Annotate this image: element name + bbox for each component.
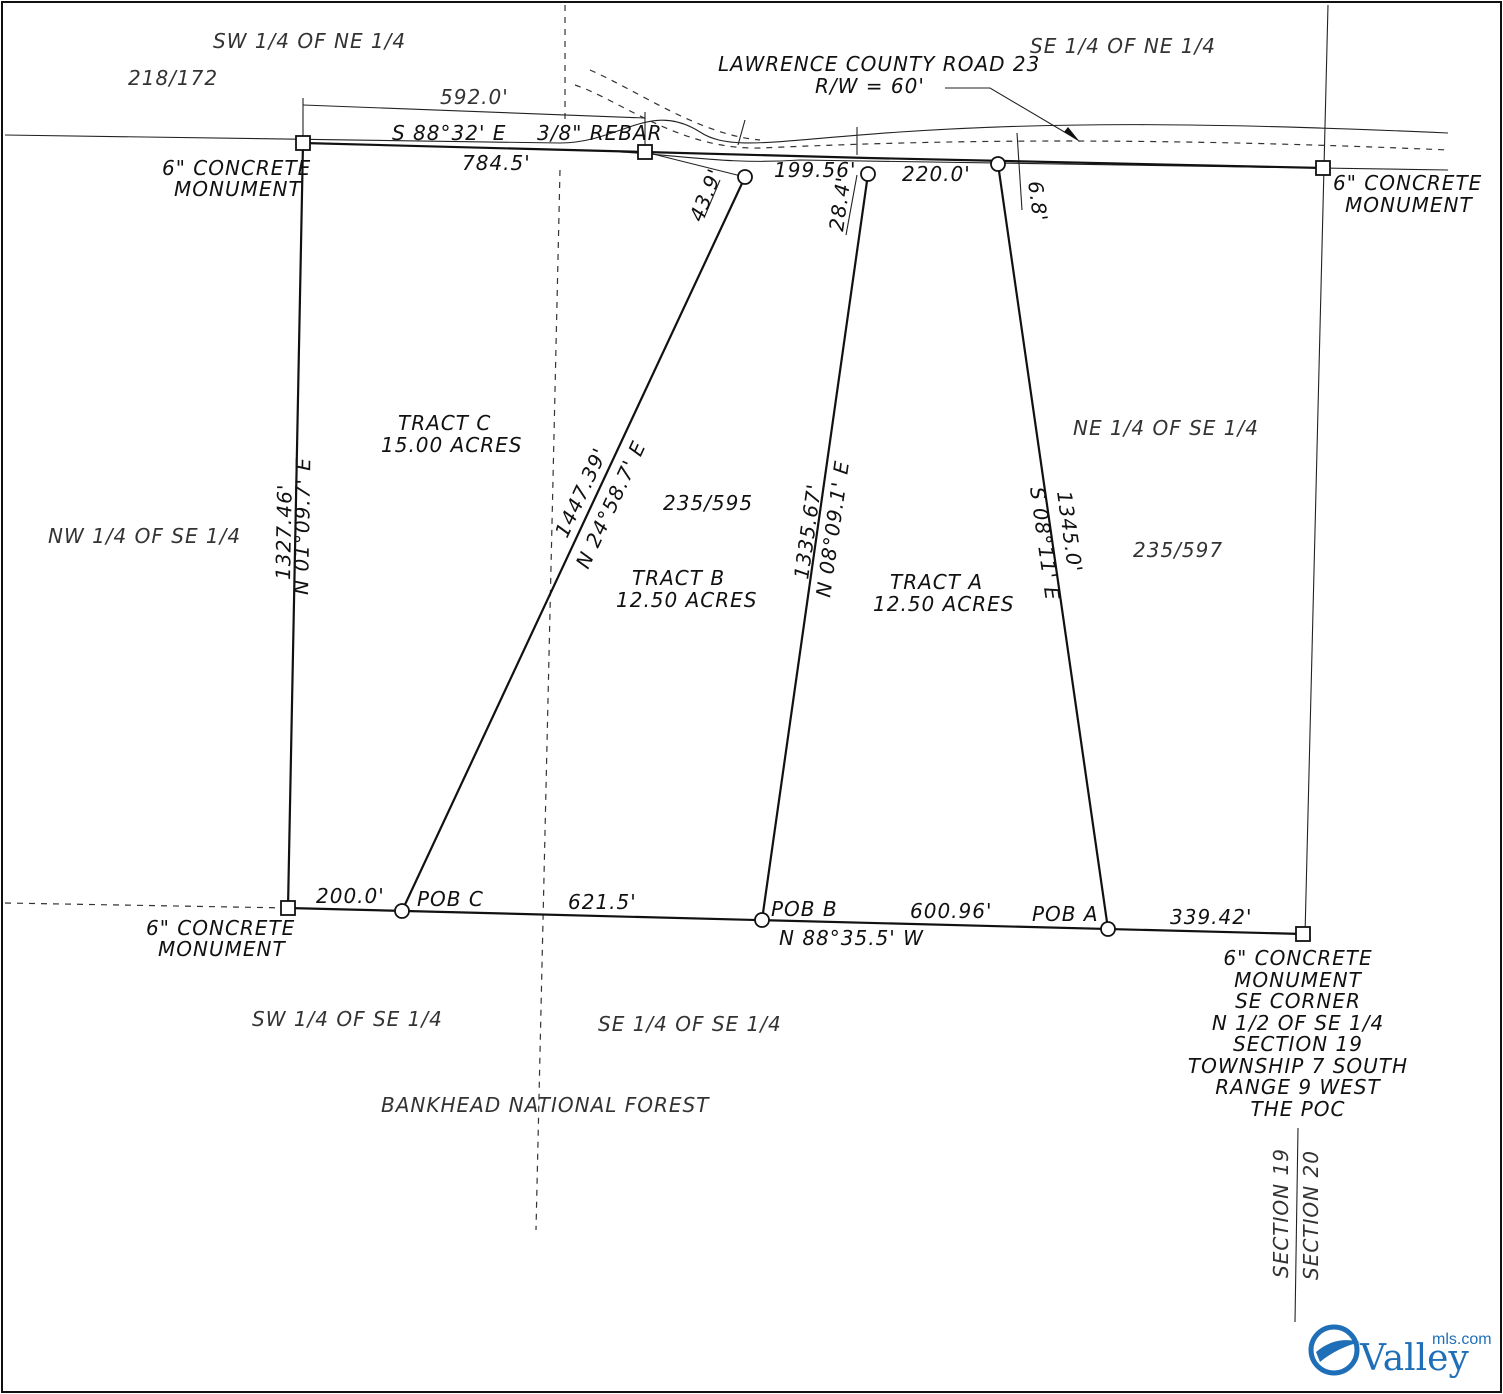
section-line-south	[1294, 1127, 1299, 1323]
dim-33942: 339.42'	[1170, 905, 1252, 929]
pin-a-north	[990, 156, 1006, 172]
mon-se-line2: MONUMENT	[1234, 968, 1362, 992]
west-bearing: N 01°09.7' E	[289, 457, 315, 595]
mon-nw-line2: MONUMENT	[174, 177, 302, 201]
road-leader	[945, 87, 1079, 141]
dim-4339-arrow	[737, 119, 746, 146]
dim-43-arc	[644, 151, 746, 178]
dim-68-line	[1016, 132, 1023, 211]
quarter-line-vertical	[535, 169, 561, 1231]
tract-a-area: 12.50 ACRES	[873, 592, 1015, 616]
tract-a-name: TRACT A	[890, 570, 983, 594]
mon-se-line4: N 1/2 OF SE 1/4	[1212, 1011, 1384, 1035]
logo-circle-icon	[1308, 1324, 1360, 1376]
section-20-label: SECTION 20	[1299, 1150, 1323, 1280]
pob-b-label: POB B	[771, 897, 838, 921]
dim-592: 592.0'	[440, 85, 509, 109]
dim-68: 6.8'	[1023, 179, 1053, 223]
label-book-235-597: 235/597	[1133, 538, 1223, 562]
label-forest: BANKHEAD NATIONAL FOREST	[381, 1093, 710, 1117]
pin-pob-c	[394, 903, 410, 919]
pin-b-north	[860, 166, 876, 182]
mon-nw-line1: 6" CONCRETE	[162, 156, 311, 180]
valley-logo: Valley mls.com	[1308, 1324, 1492, 1379]
pob-c-label: POB C	[417, 887, 484, 911]
section-line-east	[1304, 4, 1329, 936]
logo-sup: mls.com	[1432, 1331, 1492, 1348]
bearing-bottom: N 88°35.5' W	[779, 926, 924, 950]
rebar-marker	[637, 144, 653, 160]
tract-c-area: 15.00 ACRES	[381, 433, 523, 457]
dim-43-line	[703, 179, 721, 219]
monument-se	[1295, 926, 1311, 942]
tract-b-area: 12.50 ACRES	[616, 588, 758, 612]
mon-ne-line2: MONUMENT	[1345, 193, 1473, 217]
dim-43: 43.9'	[684, 165, 727, 225]
south-boundary	[287, 906, 1304, 936]
label-ne-se: NE 1/4 OF SE 1/4	[1073, 416, 1259, 440]
road-name: LAWRENCE COUNTY ROAD 23	[718, 52, 1040, 76]
dim-28-line	[845, 174, 858, 236]
logo-swoosh-icon	[1316, 1340, 1360, 1362]
road-centerline	[574, 84, 1449, 151]
monument-nw	[295, 135, 311, 151]
dim-284: 28.4'	[824, 175, 855, 233]
road-leader-arrow	[1064, 127, 1080, 142]
dim-200: 200.0'	[316, 884, 385, 908]
logo-brand: Valley	[1359, 1338, 1469, 1379]
mon-se-line1: 6" CONCRETE	[1223, 946, 1372, 970]
mon-se-line8: THE POC	[1250, 1097, 1345, 1121]
mon-se-block: 6" CONCRETE MONUMENT SE CORNER N 1/2 OF …	[1188, 946, 1408, 1121]
label-se-se: SE 1/4 OF SE 1/4	[598, 1012, 782, 1036]
mon-se-line3: SE CORNER	[1235, 989, 1361, 1013]
west-boundary	[286, 142, 305, 909]
dim-60096: 600.96'	[910, 899, 992, 923]
monument-sw	[280, 900, 296, 916]
quarter-line-horizontal	[4, 902, 291, 909]
tract-c-east-line	[401, 176, 746, 912]
monument-ne	[1315, 160, 1331, 176]
mon-se-line5: SECTION 19	[1233, 1032, 1363, 1056]
dim-784: 784.5'	[462, 151, 531, 175]
dim-line-592	[302, 104, 646, 119]
mon-ne-line1: 6" CONCRETE	[1333, 171, 1482, 195]
label-se-ne: SE 1/4 OF NE 1/4	[1030, 34, 1216, 58]
mon-se-line6: TOWNSHIP 7 SOUTH	[1188, 1054, 1408, 1078]
dim-19956: 199.56'	[774, 158, 856, 182]
label-book-235-595: 235/595	[663, 491, 753, 515]
tract-a-east-line	[996, 163, 1110, 930]
rebar-label: 3/8" REBAR	[537, 121, 663, 145]
tract-b-name: TRACT B	[632, 566, 725, 590]
mon-se-line7: RANGE 9 WEST	[1215, 1075, 1381, 1099]
label-nw-se: NW 1/4 OF SE 1/4	[48, 524, 241, 548]
section-19-label: SECTION 19	[1269, 1148, 1293, 1278]
road-edge-north	[4, 119, 1449, 144]
dim-6215: 621.5'	[568, 890, 637, 914]
pob-a-label: POB A	[1032, 902, 1099, 926]
north-boundary	[302, 141, 1324, 170]
dim-2200: 220.0'	[902, 162, 971, 186]
pin-c-north	[737, 169, 753, 185]
tract-c-name: TRACT C	[398, 411, 491, 435]
mon-sw-line2: MONUMENT	[158, 937, 286, 961]
label-sw-se: SW 1/4 OF SE 1/4	[252, 1007, 443, 1031]
road-rw: R/W = 60'	[815, 74, 925, 98]
bearing-top: S 88°32' E	[392, 121, 506, 145]
mon-sw-line1: 6" CONCRETE	[146, 916, 295, 940]
tract-b-east-line	[760, 173, 870, 921]
label-sw-ne: SW 1/4 OF NE 1/4	[213, 29, 406, 53]
west-dist: 1327.46'	[271, 483, 297, 580]
label-book-218: 218/172	[128, 66, 218, 90]
pin-pob-a	[1100, 921, 1116, 937]
pin-pob-b	[754, 912, 770, 928]
